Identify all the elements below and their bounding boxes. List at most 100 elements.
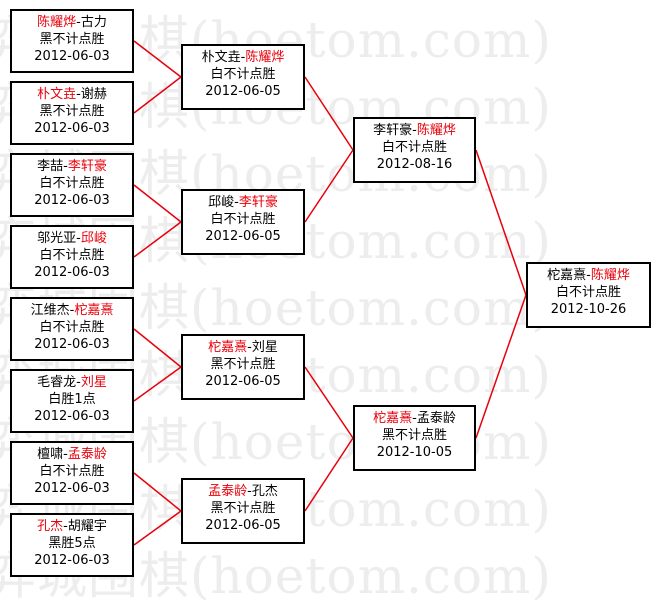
- match-date: 2012-06-03: [34, 121, 110, 136]
- bracket-connector: [133, 76, 182, 114]
- match-date: 2012-06-03: [34, 409, 110, 424]
- bracket-connector: [304, 366, 354, 439]
- match-players: 朴文垚-谢赫: [12, 86, 132, 103]
- player-name: 陈耀烨: [245, 50, 285, 65]
- match-players: 李轩豪-陈耀烨: [355, 122, 474, 139]
- match-result: 白不计点胜: [39, 176, 105, 191]
- match-result: 白不计点胜: [381, 140, 447, 155]
- player-name: 毛睿龙: [37, 375, 77, 390]
- bracket-connector: [304, 149, 354, 223]
- match-date: 2012-10-26: [550, 302, 627, 317]
- player-name: 朴文垚: [37, 87, 77, 102]
- player-name: 邱峻: [208, 195, 235, 210]
- match-players: 江维杰-柁嘉熹: [12, 302, 132, 319]
- match-result: 黑不计点胜: [39, 32, 105, 47]
- player-name: 邱峻: [80, 231, 107, 246]
- match-players: 毛睿龙-刘星: [12, 374, 132, 391]
- player-name: 陈耀烨: [416, 123, 456, 138]
- player-name: 孔杰: [37, 519, 64, 534]
- vs-separator: -: [76, 231, 81, 246]
- player-name: 刘星: [80, 375, 107, 390]
- vs-separator: -: [69, 303, 75, 318]
- match-players: 陈耀烨-古力: [12, 14, 132, 31]
- bracket-connector: [133, 472, 182, 512]
- match-players: 柁嘉熹-陈耀烨: [528, 267, 649, 284]
- match-players: 朴文垚-陈耀烨: [183, 49, 303, 66]
- match-date: 2012-06-05: [205, 518, 281, 533]
- bracket-connector: [133, 221, 182, 258]
- match-players: 孔杰-胡耀宇: [12, 518, 132, 535]
- match-result: 黑胜5点: [48, 536, 96, 551]
- match-date: 2012-06-03: [34, 49, 110, 64]
- match-date: 2012-06-05: [205, 374, 281, 389]
- bracket-connector: [475, 149, 527, 296]
- player-name: 江维杰: [30, 303, 70, 318]
- player-name: 柁嘉熹: [373, 411, 413, 426]
- match-date: 2012-08-16: [376, 157, 453, 172]
- match-players: 檀啸-孟泰龄: [12, 446, 132, 463]
- bracket-connector: [133, 184, 182, 223]
- vs-separator: -: [412, 411, 417, 426]
- vs-separator: -: [76, 15, 81, 30]
- player-name: 李轩豪: [373, 123, 413, 138]
- match-result: 白不计点胜: [210, 67, 276, 82]
- match-result: 白不计点胜: [39, 320, 105, 335]
- player-name: 李喆: [37, 159, 64, 174]
- match-players: 柁嘉熹-孟泰龄: [355, 410, 474, 427]
- match-result: 黑不计点胜: [210, 357, 276, 372]
- match-result: 黑不计点胜: [381, 428, 447, 443]
- bracket-connector: [133, 510, 182, 546]
- player-name: 檀啸: [37, 447, 64, 462]
- bracket-connector: [133, 40, 182, 78]
- connector-lines: [133, 40, 527, 546]
- player-name: 柁嘉熹: [74, 303, 114, 318]
- match-result: 白胜1点: [48, 392, 96, 407]
- match-date: 2012-10-05: [376, 445, 453, 460]
- bracket-diagram: 弈城围棋(hoetom.com)弈城围棋(hoetom.com)弈城围棋(hoe…: [0, 9, 651, 605]
- match-result: 黑不计点胜: [39, 104, 105, 119]
- match-result: 白不计点胜: [39, 464, 105, 479]
- player-name: 孟泰龄: [416, 411, 456, 426]
- player-name: 胡耀宇: [67, 519, 107, 534]
- match-date: 2012-06-03: [34, 553, 110, 568]
- player-name: 李轩豪: [67, 159, 107, 174]
- match-box: 朴文垚-陈耀烨白不计点胜 2012-06-05: [181, 44, 305, 110]
- player-name: 邬光亚: [37, 231, 77, 246]
- bracket-connector: [133, 328, 182, 368]
- vs-separator: -: [76, 87, 81, 102]
- match-players: 李喆-李轩豪: [12, 158, 132, 175]
- vs-separator: -: [247, 340, 252, 355]
- player-name: 古力: [80, 15, 107, 30]
- match-result: 白不计点胜: [210, 212, 276, 227]
- player-name: 柁嘉熹: [547, 268, 587, 283]
- match-result: 白不计点胜: [39, 248, 105, 263]
- match-box: 孔杰-胡耀宇黑胜5点 2012-06-03: [10, 513, 134, 577]
- match-date: 2012-06-05: [205, 84, 281, 99]
- bracket-connector: [133, 366, 182, 402]
- vs-separator: -: [234, 195, 239, 210]
- player-name: 陈耀烨: [590, 268, 630, 283]
- match-date: 2012-06-03: [34, 193, 110, 208]
- match-box: 李喆-李轩豪白不计点胜 2012-06-03: [10, 153, 134, 217]
- player-name: 朴文垚: [201, 50, 241, 65]
- player-name: 孟泰龄: [208, 484, 248, 499]
- vs-separator: -: [412, 123, 417, 138]
- match-box: 邬光亚-邱峻白不计点胜 2012-06-03: [10, 225, 134, 289]
- match-date: 2012-06-03: [34, 481, 110, 496]
- bracket-connector: [304, 76, 354, 151]
- match-players: 邱峻-李轩豪: [183, 194, 303, 211]
- vs-separator: -: [76, 375, 81, 390]
- match-date: 2012-06-05: [205, 229, 281, 244]
- bracket-connector: [475, 294, 527, 439]
- player-name: 柁嘉熹: [208, 340, 248, 355]
- player-name: 陈耀烨: [37, 15, 77, 30]
- match-date: 2012-06-03: [34, 265, 110, 280]
- match-box: 邱峻-李轩豪白不计点胜 2012-06-05: [181, 189, 305, 255]
